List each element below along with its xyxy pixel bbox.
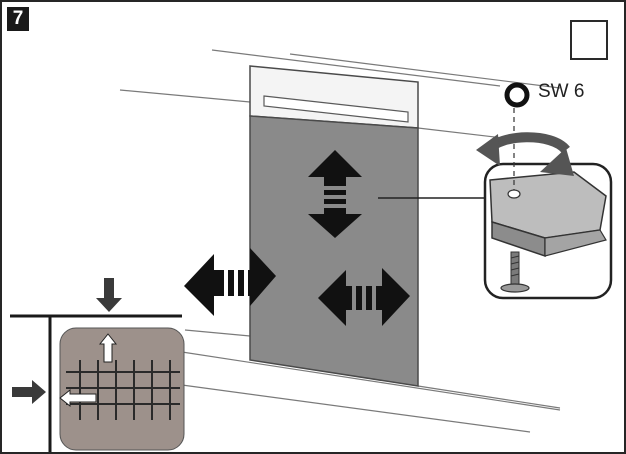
rotate-arrow-icon bbox=[476, 132, 574, 176]
depth-adjust-arrow-icon bbox=[318, 268, 410, 326]
checklist-checkbox[interactable] bbox=[570, 20, 608, 60]
screw-thread bbox=[510, 255, 520, 277]
step-number-badge: 7 bbox=[7, 7, 29, 31]
screw-foot bbox=[500, 283, 530, 293]
wrench-size-label: SW 6 bbox=[538, 81, 585, 102]
inset-up-arrow-icon bbox=[98, 333, 118, 363]
down-arrow-icon bbox=[96, 278, 122, 312]
screw-hole-icon bbox=[507, 189, 521, 199]
bracket-front bbox=[544, 229, 607, 257]
inset-detail bbox=[10, 278, 185, 452]
vertical-adjust-arrow-icon bbox=[308, 150, 362, 238]
hex-nut-icon bbox=[504, 82, 530, 108]
right-arrow-icon bbox=[12, 380, 46, 404]
inset-rack-grid bbox=[66, 360, 180, 420]
bracket-callout bbox=[483, 162, 613, 300]
cabinet-lines bbox=[119, 49, 561, 433]
horizontal-adjust-arrow-icon bbox=[184, 248, 276, 316]
dishwasher-door bbox=[249, 65, 419, 387]
door-handle-slot bbox=[263, 95, 409, 123]
inset-left-arrow-icon bbox=[59, 388, 97, 408]
